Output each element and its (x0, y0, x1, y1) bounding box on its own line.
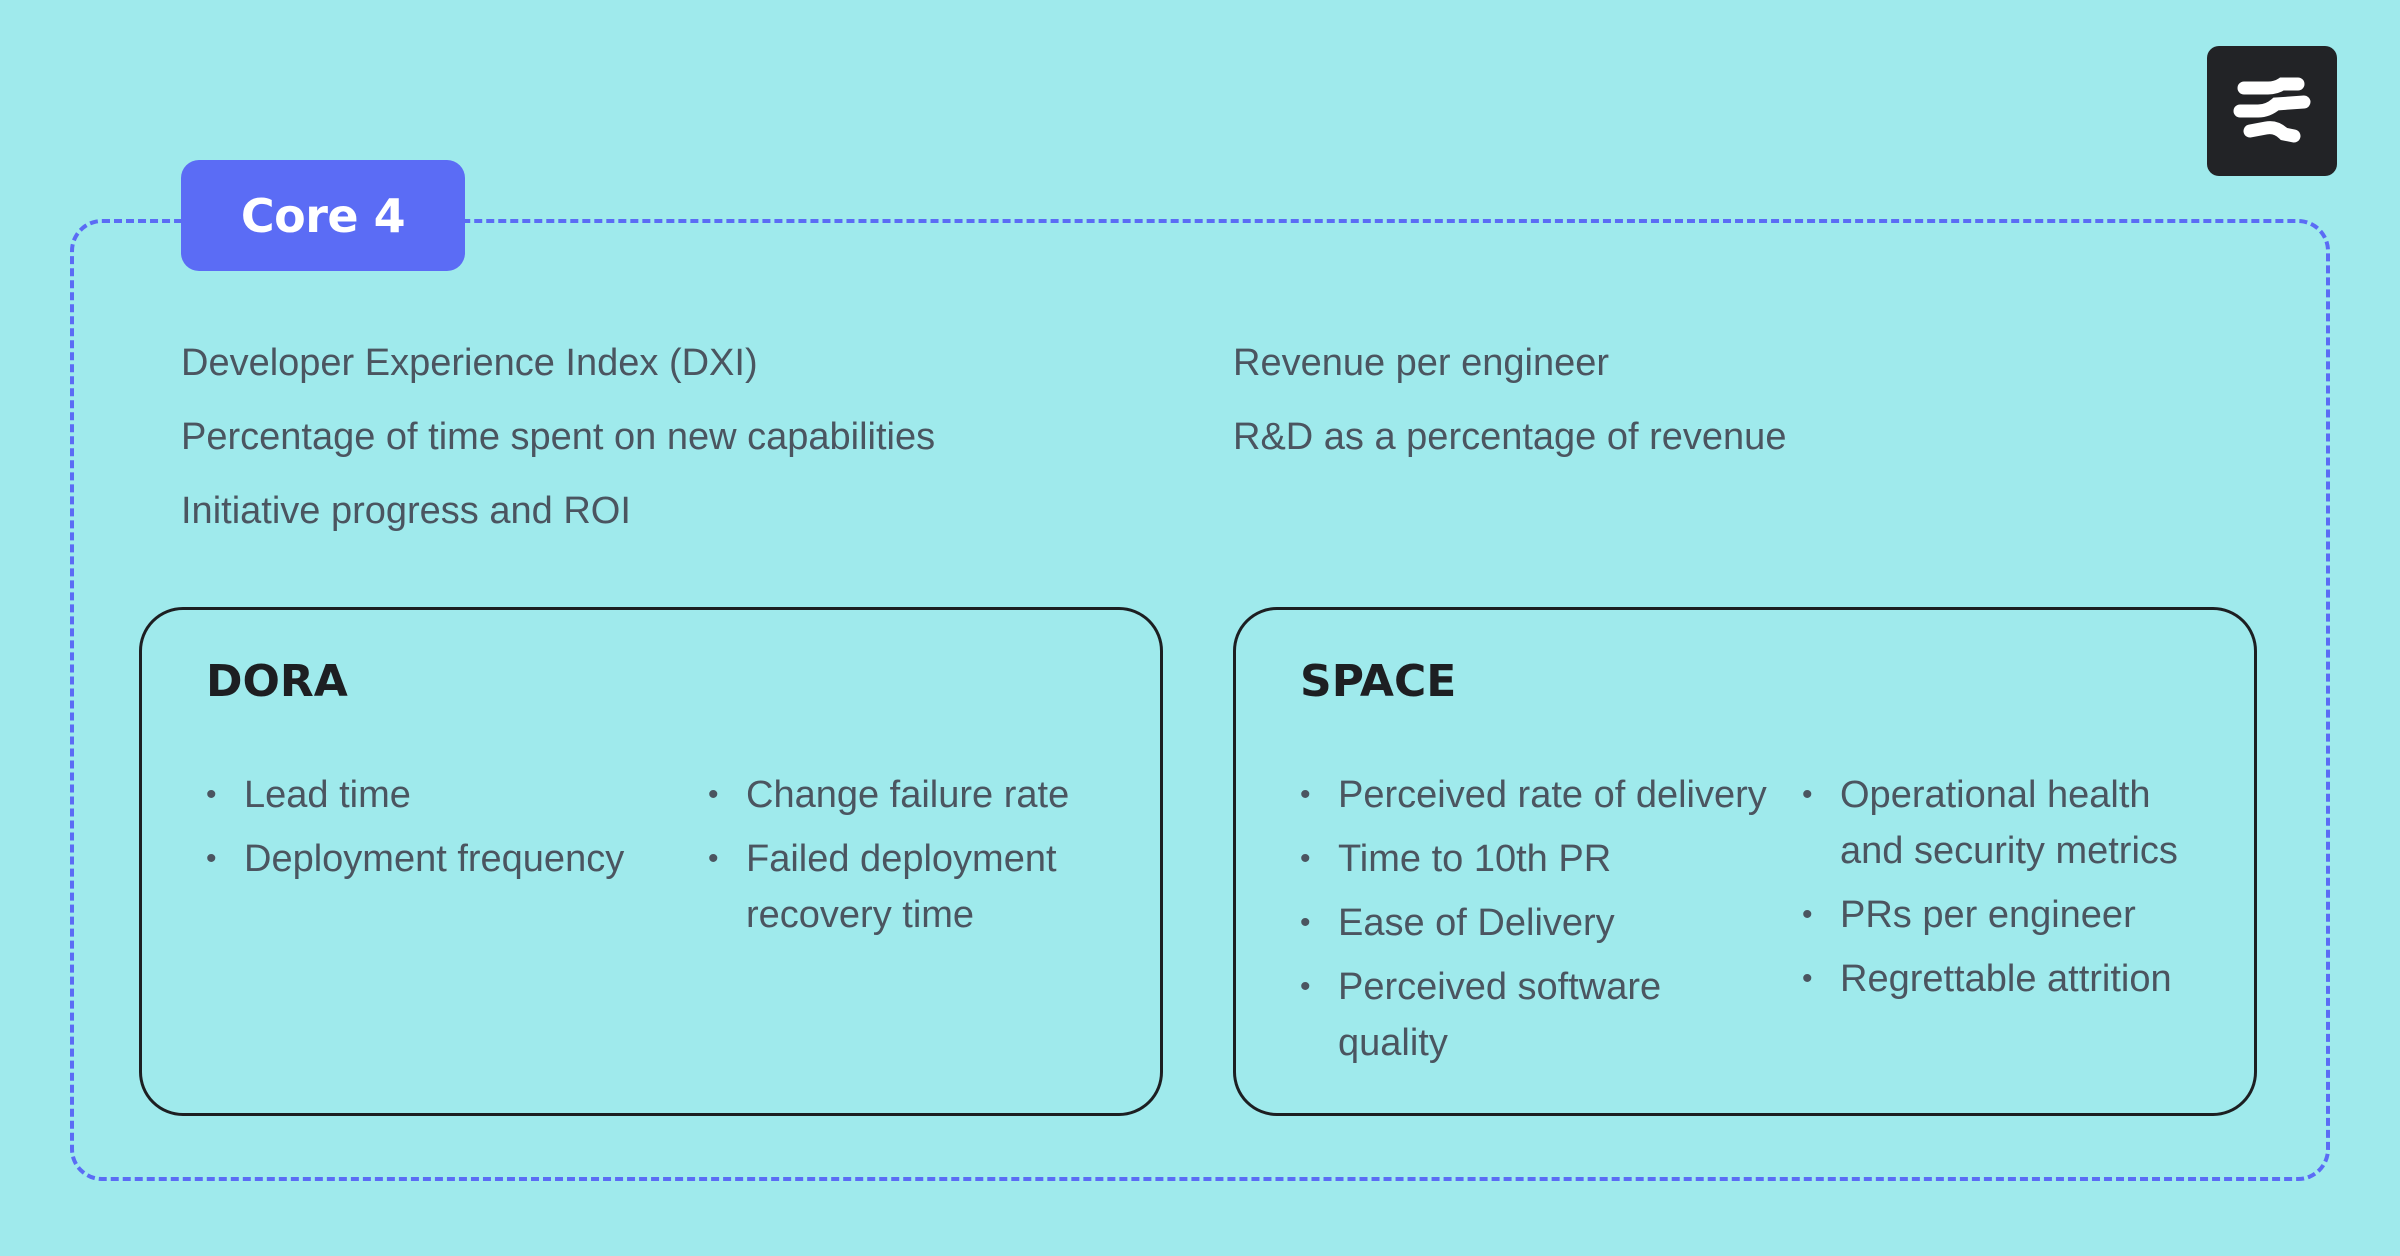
core-metric: Initiative progress and ROI (181, 490, 631, 532)
space-list-col2: •Operational health and security metrics… (1802, 767, 2202, 1015)
list-item: •PRs per engineer (1802, 887, 2202, 943)
core-metric: Developer Experience Index (DXI) (181, 342, 758, 384)
list-item: •Ease of Delivery (1300, 895, 1775, 951)
space-box: SPACE •Perceived rate of delivery •Time … (1233, 607, 2257, 1116)
list-item: •Change failure rate (708, 767, 1108, 823)
list-item: •Failed deployment recovery time (708, 831, 1108, 943)
bullet-icon: • (1300, 842, 1311, 875)
dora-title: DORA (206, 656, 348, 707)
list-item: •Regrettable attrition (1802, 951, 2202, 1007)
dora-list-col2: •Change failure rate •Failed deployment … (708, 767, 1108, 951)
core4-container (70, 219, 2330, 1181)
list-item: •Operational health and security metrics (1802, 767, 2202, 879)
bullet-icon: • (1802, 778, 1813, 811)
bullet-icon: • (708, 842, 719, 875)
space-list-col1: •Perceived rate of delivery •Time to 10t… (1300, 767, 1775, 1079)
list-item: •Perceived rate of delivery (1300, 767, 1775, 823)
dora-list-col1: •Lead time •Deployment frequency (206, 767, 686, 895)
brand-logo-icon (2207, 46, 2337, 176)
list-item: •Deployment frequency (206, 831, 686, 887)
core-metric: R&D as a percentage of revenue (1233, 416, 1787, 458)
space-title: SPACE (1300, 656, 1457, 707)
bullet-icon: • (1802, 898, 1813, 931)
bullet-icon: • (708, 778, 719, 811)
bullet-icon: • (1802, 962, 1813, 995)
core-metric: Revenue per engineer (1233, 342, 1610, 384)
bullet-icon: • (206, 842, 217, 875)
dora-box: DORA •Lead time •Deployment frequency •C… (139, 607, 1163, 1116)
list-item: •Time to 10th PR (1300, 831, 1775, 887)
core4-badge: Core 4 (181, 160, 465, 271)
bullet-icon: • (206, 778, 217, 811)
list-item: •Perceived software quality (1300, 959, 1718, 1071)
bullet-icon: • (1300, 906, 1311, 939)
bullet-icon: • (1300, 970, 1311, 1003)
list-item: •Lead time (206, 767, 686, 823)
core-metric: Percentage of time spent on new capabili… (181, 416, 936, 458)
bullet-icon: • (1300, 778, 1311, 811)
